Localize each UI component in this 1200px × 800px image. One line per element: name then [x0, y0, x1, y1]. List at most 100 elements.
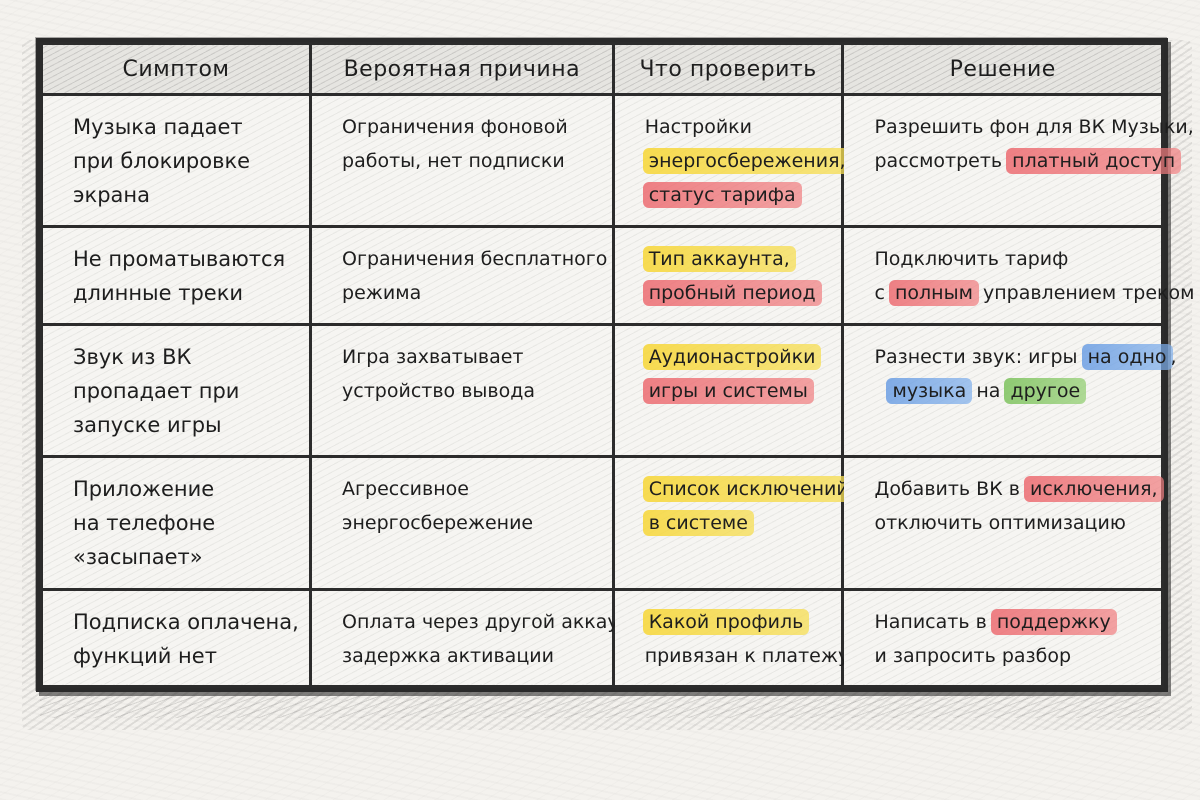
check-cell-line: пробный период [642, 276, 826, 310]
symptom-cell: Звук из ВК пропадает при запуске игры [39, 322, 313, 459]
cause-cell-line: устройство вывода [342, 379, 535, 402]
solution-cell: Написать в поддержку и запросить разбор [841, 587, 1164, 688]
text-segment: Подключить тариф [874, 248, 1069, 271]
symptom-cell-line: пропадает при [73, 378, 240, 403]
check-cell: Список исключений в системе [611, 455, 855, 591]
text-segment: управлением треком [976, 282, 1195, 305]
header-solution: Решение [841, 42, 1164, 96]
symptom-cell-line: запуске игры [73, 412, 222, 437]
cause-cell-line: Ограничения фоновой [342, 116, 568, 138]
text-segment: отключить оптимизацию [874, 512, 1126, 535]
text-segment: с [874, 282, 891, 305]
symptom-cell-line: «засыпает» [73, 545, 203, 570]
check-cell-line: Тип аккаунта, [642, 242, 826, 276]
symptom-cell: Не проматываются длинные треки [39, 225, 313, 326]
solution-cell-line: Написать в поддержку [874, 605, 1145, 639]
check-cell-line: Настройки [645, 110, 826, 144]
highlight-red: платный доступ [1006, 148, 1182, 174]
highlight-red: исключения, [1023, 476, 1164, 503]
check-cell-line: игры и системы [642, 374, 826, 408]
cause-cell: Ограничения фоновой работы, нет подписки [309, 92, 615, 229]
solution-cell-line: Разнести звук: игры на одно, [874, 340, 1177, 374]
table-row: Не проматываются длинные треки Ограничения… [39, 225, 1194, 326]
text-segment: Настройки [644, 116, 752, 138]
text-segment: и запросить разбор [874, 644, 1072, 667]
solution-cell-line: отключить оптимизацию [874, 506, 1145, 540]
highlight-red: пробный период [642, 280, 822, 307]
symptom-cell-line: при блокировке [73, 149, 251, 173]
text-segment: на [970, 379, 1007, 402]
highlight-yellow: Какой профиль [642, 608, 810, 635]
text-segment: , [1170, 345, 1177, 368]
check-cell-line: Аудионастройки [642, 340, 826, 374]
cause-cell-line: задержка активации [342, 644, 554, 667]
text-segment: привязан к платежу [644, 644, 850, 667]
text-segment: Написать в [874, 610, 993, 633]
highlight-red: статус тарифа [642, 182, 802, 208]
highlight-yellow: Тип аккаунта, [642, 246, 796, 273]
highlight-yellow: в системе [642, 510, 754, 537]
solution-cell-line: с полным управлением треком [874, 276, 1194, 310]
solution-cell-line: рассмотреть платный доступ [874, 144, 1182, 178]
cause-cell-line: режима [342, 282, 422, 305]
symptom-cell-line: Не проматываются [73, 247, 286, 272]
header-row: Симптом Вероятная причина Что проверить … [39, 42, 1164, 96]
text-segment: Разнести звук: игры [874, 345, 1084, 368]
text-segment: Разрешить фон для ВК Музыки, [874, 116, 1194, 138]
highlight-yellow: Аудионастройки [642, 343, 822, 370]
symptom-cell-line: экрана [73, 183, 151, 207]
cause-cell-line: Ограничения бесплатного [342, 248, 608, 271]
symptom-cell-line: Звук из ВК [73, 344, 192, 369]
solution-cell-line: Разрешить фон для ВК Музыки, [874, 110, 1193, 144]
symptom-cell: Подписка оплачена, функций нет [39, 587, 313, 688]
highlight-red: поддержку [990, 608, 1117, 635]
pencil-shading-bottom [40, 696, 1160, 718]
check-cell-line: Список исключений [642, 472, 855, 506]
cause-cell: Игра захватывает устройство вывода [309, 322, 615, 459]
check-cell: Аудионастройки игры и системы [611, 322, 845, 459]
text-segment: рассмотреть [874, 150, 1009, 172]
highlight-yellow: Список исключений [642, 476, 855, 503]
highlight-blue: музыка [886, 377, 973, 404]
check-cell: Настройки энергосбережения, статус тарифа [611, 92, 852, 229]
cause-cell: Ограничения бесплатного режима [309, 225, 615, 326]
solution-cell: Добавить ВК в исключения, отключить оптим… [841, 455, 1164, 591]
header-check: Что проверить [611, 42, 845, 96]
symptom-cell-line: функций нет [73, 643, 217, 668]
highlight-green: другое [1004, 377, 1087, 404]
solution-cell: Подключить тариф с полным управлением тре… [841, 225, 1194, 326]
symptom-cell-line: длинные треки [73, 281, 244, 306]
symptom-cell-line: Приложение [73, 477, 215, 502]
troubleshooting-table: Симптом Вероятная причина Что проверить … [36, 38, 1194, 692]
symptom-cell-line: Подписка оплачена, [73, 609, 299, 634]
solution-cell-line: Подключить тариф [874, 242, 1145, 276]
check-cell-line: привязан к платежу [645, 639, 850, 673]
highlight-yellow: энергосбережения, [642, 148, 852, 174]
cause-cell-line: Агрессивное [342, 478, 469, 501]
table-row: Звук из ВК пропадает при запуске игры Игра … [39, 322, 1177, 459]
table-row: Подписка оплачена, функций нет Оплата чере… [39, 587, 1164, 688]
solution-cell: Разнести звук: игры на одно,музыка на др… [841, 322, 1177, 459]
cause-cell-line: работы, нет подписки [342, 150, 565, 172]
check-cell-line: в системе [642, 506, 826, 540]
check-cell: Какой профиль привязан к платежу [611, 587, 850, 688]
check-cell-line: энергосбережения, [642, 144, 852, 178]
solution-cell-line: и запросить разбор [874, 639, 1145, 673]
check-cell-line: Какой профиль [642, 605, 826, 639]
solution-cell-line: музыка на другое [874, 374, 1145, 408]
highlight-red: игры и системы [642, 377, 814, 404]
cause-cell-line: Игра захватывает [342, 345, 524, 368]
header-symptom: Симптом [39, 42, 313, 96]
cause-cell: Оплата через другой аккаунт, задержка акт… [309, 587, 649, 688]
solution-cell: Разрешить фон для ВК Музыки, рассмотреть … [841, 92, 1194, 229]
solution-cell-line: Добавить ВК в исключения, [874, 472, 1164, 506]
text-segment: Добавить ВК в [874, 478, 1026, 501]
cause-cell-line: Оплата через другой аккаунт, [342, 610, 649, 633]
header-cause: Вероятная причина [309, 42, 615, 96]
check-cell: Тип аккаунта, пробный период [611, 225, 845, 326]
